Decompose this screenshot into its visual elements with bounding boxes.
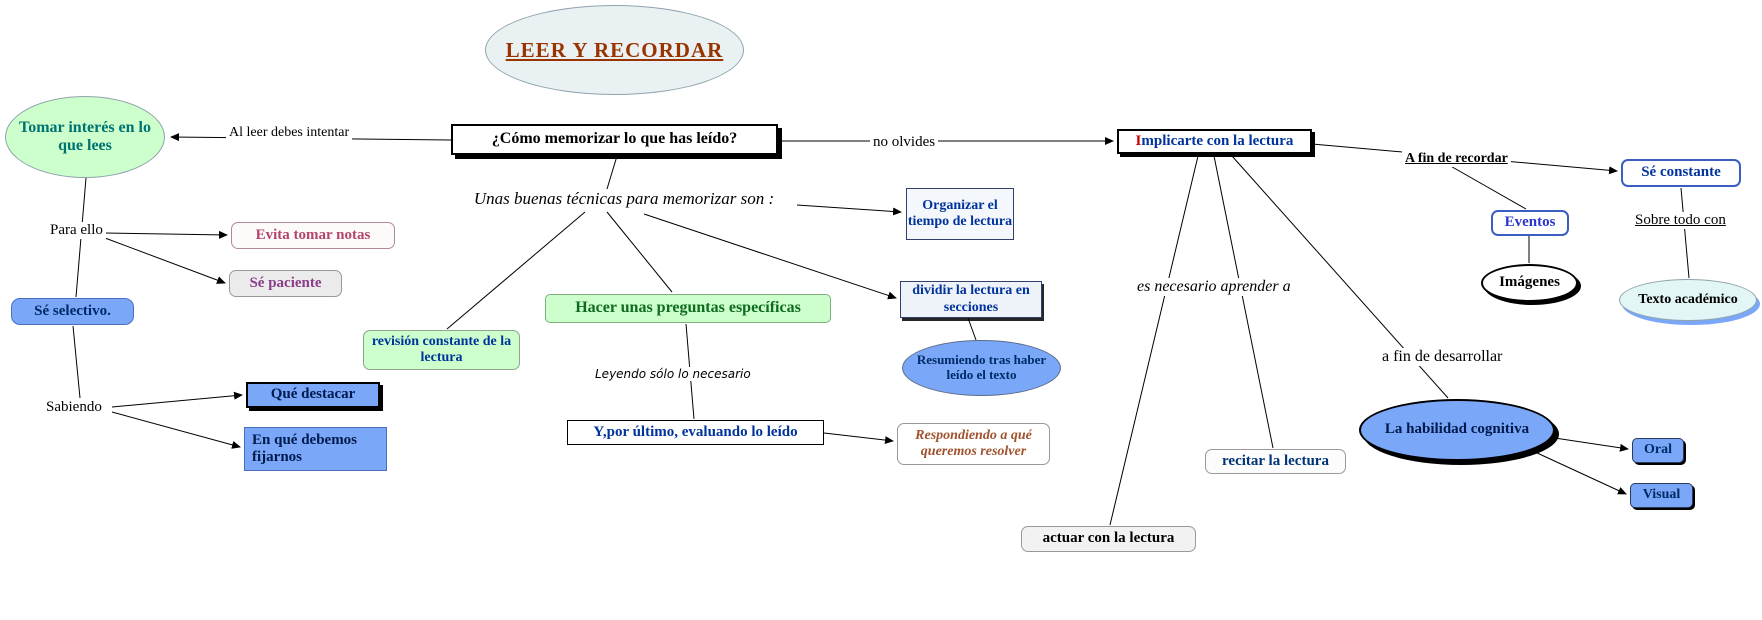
node-texto-academico[interactable]: Texto académico — [1619, 279, 1757, 321]
node-y-por-ultimo-evaluando[interactable]: Y,por último, evaluando lo leído — [567, 420, 824, 445]
connector-tecnicas-revision — [446, 211, 586, 330]
node-como-memorizar[interactable]: ¿Cómo memorizar lo que has leído? — [451, 124, 778, 155]
connector-tecnicas-hacer — [606, 211, 673, 293]
node-eventos[interactable]: Eventos — [1491, 210, 1569, 236]
node-hacer-preguntas-especificas[interactable]: Hacer unas preguntas específicas — [545, 294, 831, 323]
node-organizar-tiempo-lectura[interactable]: Organizar el tiempo de lectura — [906, 188, 1014, 240]
node-se-constante[interactable]: Sé constante — [1621, 159, 1741, 187]
connector-selectivo-sabiendo — [72, 325, 81, 399]
connector-constante-textoacad — [1680, 187, 1690, 279]
connector-tecnicas-dividir — [643, 213, 897, 300]
node-evita-tomar-notas[interactable]: Evita tomar notas — [231, 222, 395, 249]
connector-ypor-respondiendo — [823, 432, 894, 445]
link-label-sabiendo[interactable]: Sabiendo — [43, 399, 105, 416]
link-label-a-fin-de-desarrollar[interactable]: a fin de desarrollar — [1379, 348, 1506, 366]
node-recitar-la-lectura[interactable]: recitar la lectura — [1205, 449, 1346, 474]
connector-tecnicas-organizar — [781, 203, 902, 216]
link-label-es-necesario-aprender-a[interactable]: es necesario aprender a — [1134, 278, 1294, 296]
implicarte-initial: I — [1135, 132, 1142, 149]
node-resumiendo-tras-leer[interactable]: Resumiendo tras haber leído el texto — [902, 340, 1061, 396]
node-actuar-con-la-lectura[interactable]: actuar con la lectura — [1021, 526, 1196, 552]
node-imagenes[interactable]: Imágenes — [1481, 264, 1578, 302]
node-revision-constante[interactable]: revisión constante de la lectura — [363, 330, 520, 370]
node-leer-y-recordar[interactable]: LEER Y RECORDAR — [485, 5, 744, 95]
node-se-selectivo[interactable]: Sé selectivo. — [11, 298, 134, 325]
link-label-no-olvides[interactable]: no olvides — [870, 134, 939, 151]
connector-dividir-resumiendo — [967, 317, 977, 341]
link-label-leyendo-solo-lo-necesario[interactable]: Leyendo sólo lo necesario — [592, 367, 754, 381]
node-tomar-interes[interactable]: Tomar interés en lo que lees — [5, 96, 165, 178]
node-dividir-lectura-secciones[interactable]: dividir la lectura en secciones — [900, 281, 1042, 318]
connector-habilidad-oral — [1547, 436, 1629, 452]
node-visual[interactable]: Visual — [1630, 483, 1693, 508]
link-label-unas-buenas-tecnicas[interactable]: Unas buenas técnicas para memorizar son … — [451, 189, 797, 209]
connector-habilidad-visual — [1534, 451, 1627, 495]
node-implicarte-con-la-lectura[interactable]: Implicarte con la lectura — [1117, 129, 1312, 154]
link-label-para-ello[interactable]: Para ello — [47, 222, 106, 239]
link-label-a-fin-de-recordar[interactable]: A fin de recordar — [1402, 151, 1511, 167]
node-que-destacar[interactable]: Qué destacar — [246, 382, 380, 408]
node-se-paciente[interactable]: Sé paciente — [229, 270, 342, 297]
connector-sabiendo-fijarnos — [111, 411, 241, 449]
connector-recordar-eventos — [1439, 159, 1527, 210]
connector-como-tecnicas — [606, 155, 618, 190]
connector-paraello-paciente — [104, 237, 226, 284]
implicarte-rest: mplicarte con la lectura — [1141, 132, 1294, 149]
connector-sabiendo-destacar — [111, 391, 243, 408]
node-oral[interactable]: Oral — [1632, 438, 1684, 463]
link-label-al-leer-debes-intentar[interactable]: Al leer debes intentar — [226, 125, 353, 141]
node-en-que-debemos-fijarnos[interactable]: En qué debemos fijarnos — [244, 427, 387, 471]
link-label-sobre-todo-con[interactable]: Sobre todo con — [1632, 212, 1729, 229]
connector-implicarte-actuar — [1109, 155, 1199, 526]
connector-paraello-evita — [104, 230, 228, 239]
connector-implicarte-recitar — [1213, 155, 1274, 449]
node-habilidad-cognitiva[interactable]: La habilidad cognitiva — [1359, 399, 1555, 461]
node-respondiendo-a-que[interactable]: Respondiendo a qué queremos resolver — [897, 423, 1050, 465]
